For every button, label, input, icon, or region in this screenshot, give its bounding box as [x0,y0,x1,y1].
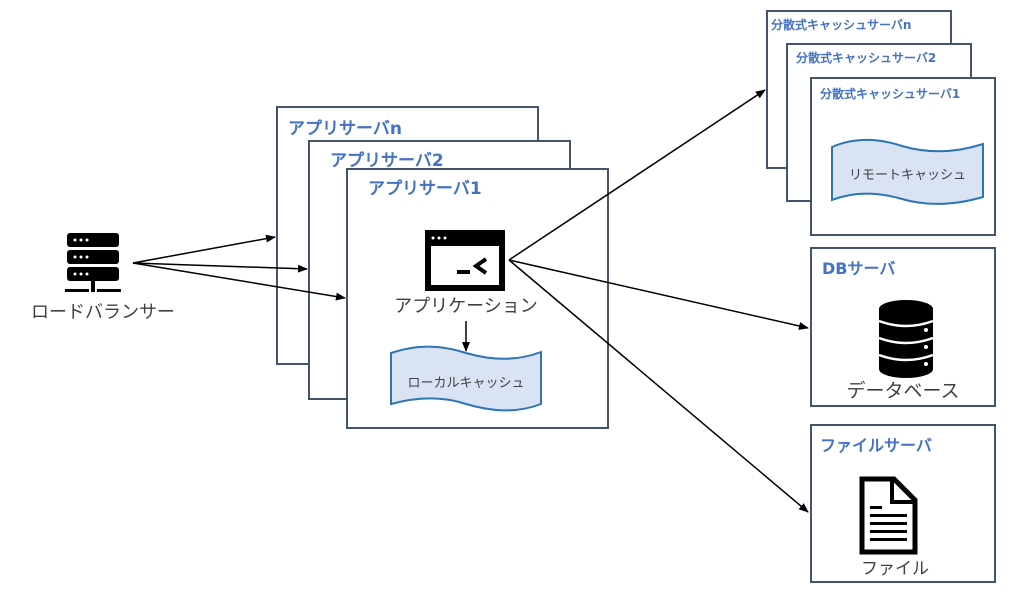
server-icon [65,233,121,292]
file-label: ファイル [861,559,929,579]
local-cache-shape [390,345,542,412]
cache-server-1-title: 分散式キャッシュサーバ1 [820,87,961,101]
remote-cache-label: リモートキャッシュ [848,168,966,183]
file-server-title: ファイルサーバ [820,436,932,455]
db-server-title: DBサーバ [822,259,896,278]
database-label: データベース [846,380,960,402]
lb-arrows [132,234,346,301]
app-arrows [508,89,809,513]
app-server-1-title: アプリサーバ1 [368,179,482,199]
terminal-window-icon [425,230,505,291]
cache-server-2-title: 分散式キャッシュサーバ2 [796,51,937,65]
local-cache-label: ローカルキャッシュ [407,376,525,391]
application-label: アプリケーション [394,296,538,317]
app-server-2-title: アプリサーバ2 [330,151,444,171]
load-balancer-label: ロードバランサー [31,302,175,323]
database-icon [878,300,934,378]
app-server-n-title: アプリサーバn [288,119,402,139]
remote-cache-shape [831,138,984,205]
cache-server-n-title: 分散式キャッシュサーバn [771,18,912,32]
file-icon [859,476,918,555]
